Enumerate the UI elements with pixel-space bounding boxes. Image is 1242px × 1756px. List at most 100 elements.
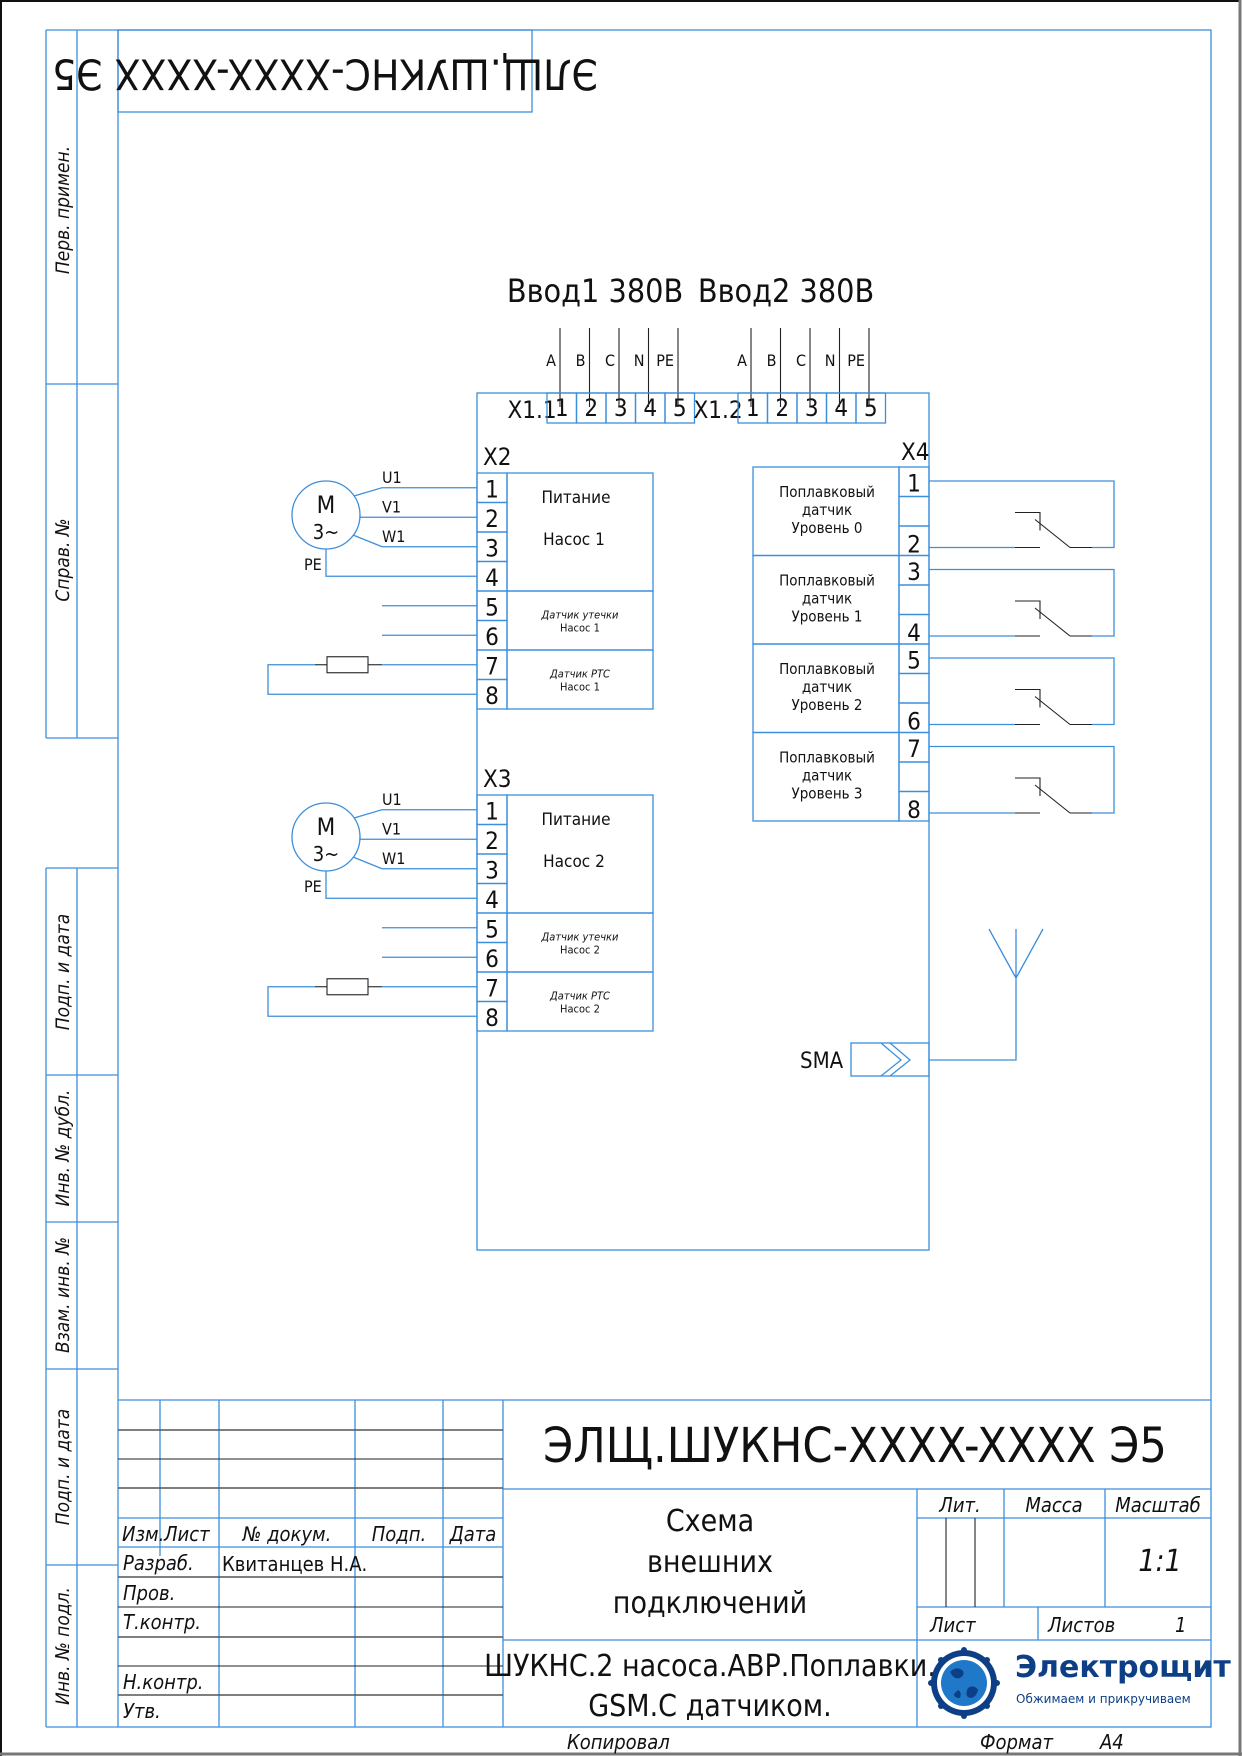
group-label: Насос 1 xyxy=(560,622,600,635)
float-sensor-label: Поплавковый xyxy=(779,572,875,590)
copied-label: Копировал xyxy=(567,1730,670,1754)
side-label: Справ. № xyxy=(52,518,74,601)
group-label: Насос 2 xyxy=(560,944,600,957)
terminal-number: 5 xyxy=(485,916,499,944)
company-logo: Электрощит Обжимаем и прикручиваем xyxy=(928,1647,1231,1719)
rotated-code-text: ЭЛЩ.ШУКНС-XXXX-XXXX Э5 xyxy=(52,50,598,99)
sheet-label: Лист xyxy=(929,1613,976,1637)
terminal xyxy=(898,495,930,527)
group-label: Насос 1 xyxy=(560,681,600,694)
phase-label: B xyxy=(767,351,777,370)
input-terminal-number: 2 xyxy=(775,394,789,422)
terminal-number: 2 xyxy=(485,827,499,855)
float-sensor-label: Поплавковый xyxy=(779,483,875,501)
terminal-number: 7 xyxy=(485,653,499,681)
format-value: A4 xyxy=(1099,1730,1124,1754)
terminal xyxy=(898,584,930,616)
terminal-number: 4 xyxy=(485,564,499,592)
header-izm: Изм. xyxy=(122,1522,164,1546)
logo-slogan: Обжимаем и прикручиваем xyxy=(1016,1692,1191,1706)
float-switch-icon xyxy=(1034,519,1071,548)
side-label: Инв. № подл. xyxy=(52,1587,74,1705)
motor-wire xyxy=(359,515,477,518)
float-switch-actuator xyxy=(1015,511,1041,531)
input-terminal-number: 5 xyxy=(673,394,687,422)
float-switch-icon xyxy=(1034,607,1071,637)
ptc-wire xyxy=(267,986,477,1017)
float-switch-wire xyxy=(929,657,1115,726)
function-group xyxy=(506,649,654,710)
role-label: Н.контр. xyxy=(123,1670,204,1694)
terminal-number: 4 xyxy=(485,886,499,914)
float-sensor-label: Поплавковый xyxy=(779,660,875,678)
drawing-frame xyxy=(45,29,1212,1728)
motor-symbol: M xyxy=(317,491,336,519)
float-switch-wire xyxy=(929,745,1115,814)
float-switch-wire xyxy=(929,480,1115,549)
doc-title-line: внешних xyxy=(647,1545,773,1580)
side-label: Инв. № дубл. xyxy=(52,1090,74,1207)
title-block: Изм. Лист № докум. Подп. Дата Разраб. Пр… xyxy=(118,1399,1231,1754)
motor-symbol: M xyxy=(317,813,336,841)
sma-label: SMA xyxy=(800,1049,844,1074)
float-sensor-label: датчик xyxy=(802,590,852,608)
input2-title: Ввод2 380В xyxy=(698,272,874,310)
input-terminal-number: 3 xyxy=(614,394,628,422)
float-switch-wire xyxy=(929,568,1115,637)
terminal-number: 8 xyxy=(485,1004,499,1032)
terminal-strip-label: X1.1 xyxy=(507,396,556,424)
phase-label: A xyxy=(737,351,747,370)
input1-title: Ввод1 380В xyxy=(507,272,683,310)
terminal-number: 6 xyxy=(485,623,499,651)
input-terminal-number: 2 xyxy=(584,394,598,422)
float-switch-actuator xyxy=(1015,777,1041,796)
role-label: Т.контр. xyxy=(123,1610,201,1634)
sheets-label: Листов xyxy=(1047,1613,1115,1637)
float-switch-icon xyxy=(1034,696,1071,725)
terminal-number: 5 xyxy=(907,647,921,675)
role-label: Утв. xyxy=(123,1699,161,1723)
terminal xyxy=(898,672,930,704)
scale-label: Масштаб xyxy=(1115,1493,1201,1517)
connector-label: X4 xyxy=(901,438,930,466)
header-list: Лист xyxy=(163,1522,210,1546)
product-name-line: ШУКНС.2 насоса.АВР.Поплавки. xyxy=(484,1649,936,1684)
group-label: Насос 2 xyxy=(560,1003,600,1016)
antenna-icon xyxy=(988,928,1017,979)
motor-wire xyxy=(352,856,477,870)
side-label: Перв. примен. xyxy=(52,146,74,274)
float-sensor-label: датчик xyxy=(802,678,852,696)
header-date: Дата xyxy=(449,1522,497,1546)
lit-label: Лит. xyxy=(938,1493,980,1517)
wire-label: U1 xyxy=(382,790,402,809)
float-sensor-label: датчик xyxy=(802,767,852,785)
input-terminal-number: 1 xyxy=(746,394,760,422)
input-terminal-number: 3 xyxy=(805,394,819,422)
group-label: Датчик PTC xyxy=(549,990,610,1003)
float-sensor-label: Уровень 0 xyxy=(792,519,863,537)
header-sign: Подп. xyxy=(372,1522,426,1546)
terminal-number: 6 xyxy=(907,708,921,736)
terminal-number: 5 xyxy=(485,594,499,622)
phase-label: C xyxy=(605,351,615,370)
group-label: Насос 2 xyxy=(543,852,605,872)
doc-title-line: подключений xyxy=(613,1586,807,1621)
role-label: Пров. xyxy=(123,1581,175,1605)
group-label: Питание xyxy=(541,810,610,830)
phase-label: N xyxy=(634,351,645,370)
side-label: Подп. и дата xyxy=(52,1409,74,1525)
group-label: Датчик утечки xyxy=(541,609,619,622)
wire-label: V1 xyxy=(382,497,401,516)
motor-wire xyxy=(359,837,477,840)
ptc-resistor-icon xyxy=(326,978,369,996)
phase-label: B xyxy=(576,351,586,370)
terminal-number: 7 xyxy=(485,975,499,1003)
terminal-number: 7 xyxy=(907,735,921,763)
motor-phase: 3~ xyxy=(313,520,340,544)
sheets-value: 1 xyxy=(1175,1613,1186,1637)
wire-label: W1 xyxy=(382,527,405,546)
